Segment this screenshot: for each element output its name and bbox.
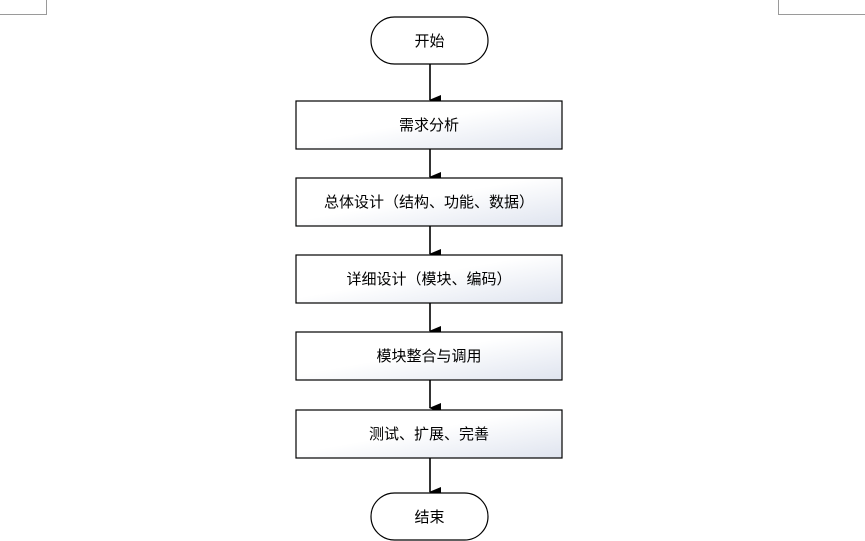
page-corner-mark-right [778,0,865,15]
process-step-testing: 测试、扩展、完善 [295,409,563,459]
end-label: 结束 [414,508,444,526]
step-label: 总体设计（结构、功能、数据） [324,193,534,211]
start-terminator: 开始 [370,16,489,65]
step-label: 详细设计（模块、编码） [346,270,511,288]
process-step-overall-design: 总体设计（结构、功能、数据） [295,177,563,227]
process-step-module-integration: 模块整合与调用 [295,331,563,381]
end-terminator: 结束 [370,492,489,541]
process-step-detailed-design: 详细设计（模块、编码） [295,254,563,304]
page-corner-mark-left [0,0,47,15]
step-label: 测试、扩展、完善 [369,425,489,443]
start-label: 开始 [414,32,444,50]
step-label: 需求分析 [399,116,459,134]
step-label: 模块整合与调用 [376,347,481,365]
process-step-requirements: 需求分析 [295,100,563,150]
